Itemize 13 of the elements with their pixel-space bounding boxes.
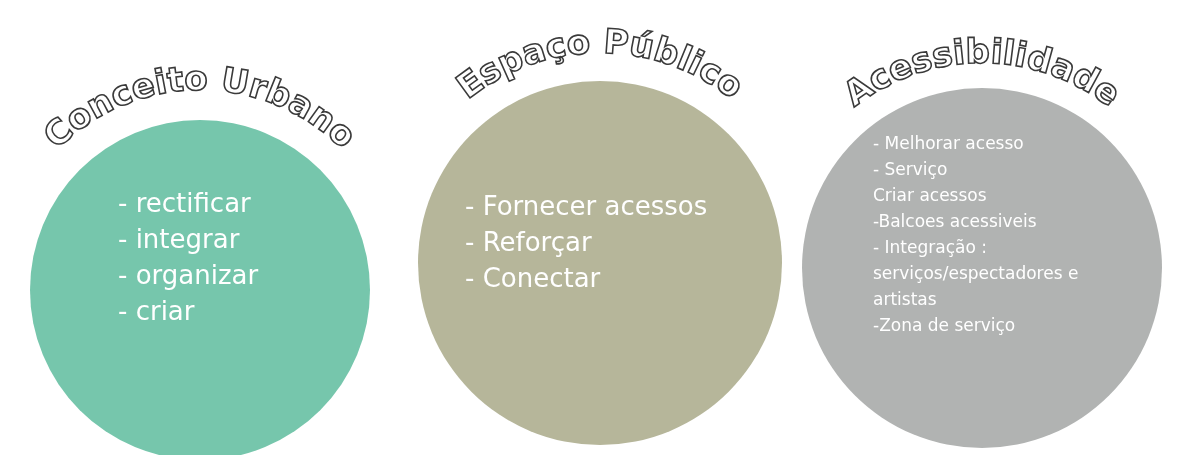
list-item: - Melhorar acesso xyxy=(873,132,1024,155)
list-item: - Integração : serviços/espectadores e artistas xyxy=(873,236,1080,311)
list-item: - Serviço xyxy=(873,158,948,181)
list-item: - Fornecer acessos xyxy=(465,190,708,223)
list-item: - criar xyxy=(118,295,195,328)
list-item: - Reforçar xyxy=(465,226,592,259)
list-item: - rectificar xyxy=(118,187,251,220)
list-item: - organizar xyxy=(118,259,259,292)
list-item: - Conectar xyxy=(465,262,601,295)
list-item: -Balcoes acessiveis xyxy=(873,210,1037,233)
list-item: Criar acessos xyxy=(873,184,987,207)
list-item: - integrar xyxy=(118,223,240,256)
list-item: -Zona de serviço xyxy=(873,314,1016,337)
